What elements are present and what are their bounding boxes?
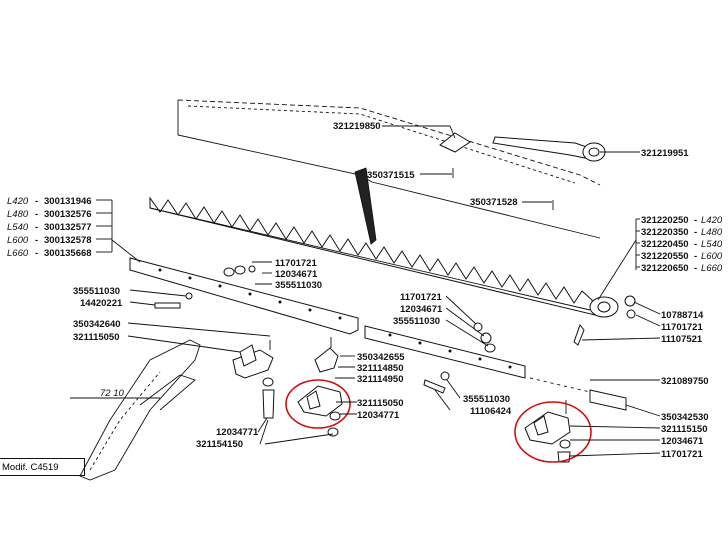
guard-circled-1 xyxy=(297,385,343,437)
modification-label: Modif. C4519 xyxy=(0,458,85,476)
dash-r420: - xyxy=(694,215,697,226)
dash-l660: - xyxy=(35,248,38,259)
scale-label: 72 10 xyxy=(100,388,124,399)
label-11701721-r: 11701721 xyxy=(661,322,703,333)
label-r-l480: L480 xyxy=(701,227,723,238)
highlight-circle-right xyxy=(514,401,592,463)
dash-l420: - xyxy=(35,196,38,207)
label-12034671-mid: 12034671 xyxy=(400,304,443,315)
label-r-l540: L540 xyxy=(701,239,723,250)
dash-r480: - xyxy=(694,227,697,238)
label-l600: L600 xyxy=(7,235,29,246)
label-355511030-b: 355511030 xyxy=(73,286,120,297)
label-11107521: 11107521 xyxy=(661,334,703,345)
label-350342530: 350342530 xyxy=(661,412,709,423)
label-14420221: 14420221 xyxy=(80,298,123,309)
knife-sections xyxy=(149,196,596,316)
label-321220550: 321220550 xyxy=(641,251,689,262)
label-r-l600: L600 xyxy=(701,251,723,262)
label-11701721-mid: 11701721 xyxy=(400,292,442,303)
label-r-l660: L660 xyxy=(701,263,723,274)
label-300132578: 300132578 xyxy=(44,235,92,246)
guard-circled-2 xyxy=(524,400,571,463)
label-321115050-c: 321115050 xyxy=(357,398,404,409)
label-11701721-br: 11701721 xyxy=(661,449,703,460)
label-300131946: 300131946 xyxy=(44,196,92,207)
guard-left-1 xyxy=(232,340,275,419)
label-300132576: 300132576 xyxy=(44,209,92,220)
dash-r660: - xyxy=(694,263,697,274)
label-12034771-b: 12034771 xyxy=(216,427,259,438)
label-350371515: 350371515 xyxy=(367,170,415,181)
label-321219951: 321219951 xyxy=(641,148,689,159)
label-l420: L420 xyxy=(7,196,29,207)
label-12034671-br: 12034671 xyxy=(661,436,704,447)
label-321115150: 321115150 xyxy=(661,424,708,435)
label-321154150: 321154150 xyxy=(196,439,243,450)
label-300132577: 300132577 xyxy=(44,222,92,233)
right-guard-bar xyxy=(364,325,591,393)
label-321089750: 321089750 xyxy=(661,376,709,387)
label-321219850: 321219850 xyxy=(333,121,381,132)
label-12034771-a: 12034771 xyxy=(357,410,400,421)
label-l660: L660 xyxy=(7,248,29,259)
dash-r540: - xyxy=(694,239,697,250)
dash-r600: - xyxy=(694,251,697,262)
knife-head-arm xyxy=(439,132,606,210)
label-11701721-left: 11701721 xyxy=(275,258,317,269)
guard-left-2 xyxy=(314,337,339,373)
label-r-l420: L420 xyxy=(701,215,723,226)
label-321115050: 321115050 xyxy=(73,332,120,343)
dash-l480: - xyxy=(35,209,38,220)
dash-l540: - xyxy=(35,222,38,233)
knife-head xyxy=(573,295,636,346)
label-321220350: 321220350 xyxy=(641,227,689,238)
label-350342655: 350342655 xyxy=(357,352,405,363)
end-bracket xyxy=(589,389,627,411)
label-350342640: 350342640 xyxy=(73,319,121,330)
label-10788714: 10788714 xyxy=(661,310,704,321)
label-321220650: 321220650 xyxy=(641,263,689,274)
label-321220250: 321220250 xyxy=(641,215,689,226)
label-12034671-left: 12034671 xyxy=(275,269,318,280)
label-l480: L480 xyxy=(7,209,29,220)
leader-lines xyxy=(96,125,661,457)
label-l540: L540 xyxy=(7,222,29,233)
label-300135668: 300135668 xyxy=(44,248,92,259)
label-321220450: 321220450 xyxy=(641,239,689,250)
outer-shoe xyxy=(70,339,201,481)
callout-labels: 321219850 321219951 350371515 350371528 … xyxy=(7,121,723,460)
label-321114950: 321114950 xyxy=(357,374,404,385)
label-321114850: 321114850 xyxy=(357,363,404,374)
label-355511030-left: 355511030 xyxy=(275,280,322,291)
label-355511030-c: 355511030 xyxy=(463,394,510,405)
left-guard-bar xyxy=(129,257,359,335)
dash-l600: - xyxy=(35,235,38,246)
label-355511030-mid: 355511030 xyxy=(393,316,440,327)
label-350371528: 350371528 xyxy=(470,197,518,208)
highlight-circle-left xyxy=(285,379,351,429)
label-11106424: 11106424 xyxy=(470,406,512,417)
